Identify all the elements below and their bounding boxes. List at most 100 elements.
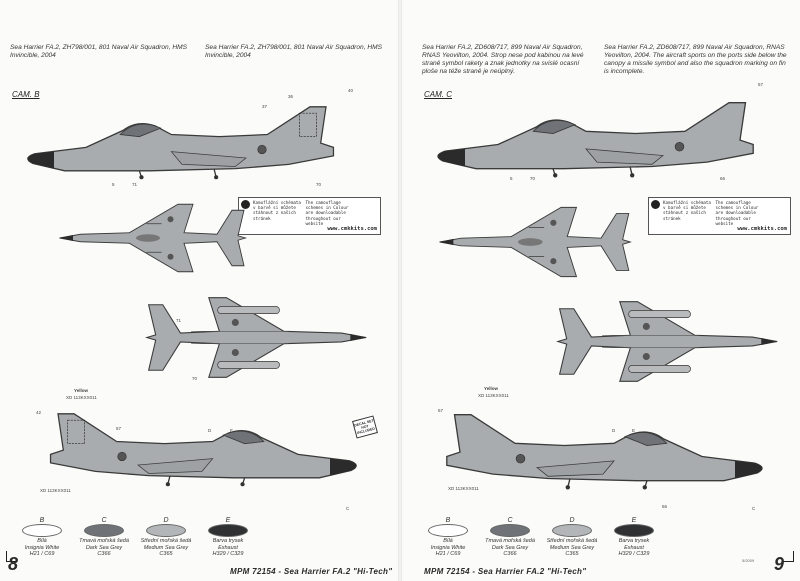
ref-number: 37	[262, 104, 268, 109]
left-page: Sea Harrier FA.2, ZH798/001, 801 Naval A…	[0, 0, 398, 581]
squadron-checker	[299, 112, 317, 137]
swatch-text: C366	[97, 551, 111, 558]
swatch-letter: C	[507, 517, 513, 524]
aircraft-side-starboard	[22, 94, 342, 190]
ref-number: C	[752, 506, 756, 511]
swatch-color	[428, 524, 468, 538]
aircraft-side-port	[42, 400, 362, 498]
swatch-color	[490, 524, 530, 538]
note-en: The camouflage schemes in Colour are dow…	[305, 200, 349, 226]
ref-number: 5	[112, 182, 115, 187]
ref-number: 66	[662, 504, 668, 509]
serial-bottom: XD 113KXX011	[40, 488, 71, 493]
caption-cz: Sea Harrier FA.2, ZH798/001, 801 Naval A…	[10, 44, 188, 59]
ref-number: 40	[348, 88, 354, 93]
aircraft-top-view	[438, 192, 638, 292]
swatch-text: C365	[159, 551, 173, 558]
page-footer: MPM 72154 - Sea Harrier FA.2 "Hi-Tech"	[230, 567, 393, 576]
swatch-text: Tmavá mořská šedá	[485, 538, 535, 545]
page-footer: MPM 72154 - Sea Harrier FA.2 "Hi-Tech"	[424, 567, 587, 576]
note-url: www.cmkkits.com	[737, 226, 787, 233]
swatch-letter: E	[225, 517, 231, 524]
info-icon	[651, 200, 660, 209]
swatch-text: Medium Sea Grey	[549, 544, 595, 551]
swatch-text: Barva trysek	[212, 538, 244, 545]
aircraft-top-view	[58, 188, 253, 288]
page-number: 9	[774, 554, 785, 574]
swatch-text: C366	[503, 551, 517, 558]
swatch-color	[208, 524, 248, 538]
ref-number: 70	[192, 376, 198, 381]
swatch-text: Exhaust	[218, 544, 238, 551]
yellow-label: Yellow	[74, 388, 89, 393]
ref-number: 57	[758, 82, 764, 87]
note-cz: Kamuflážní schémata v barvě si můžete st…	[663, 200, 711, 221]
aircraft-under-view	[138, 280, 368, 395]
ref-number: 42	[36, 410, 42, 415]
swatch-text: H329 / C329	[618, 551, 650, 558]
download-note: Kamuflážní schémata v barvě si můžete st…	[238, 197, 381, 236]
swatch-text: Exhaust	[624, 544, 644, 551]
aircraft-under-view	[548, 284, 780, 399]
right-page: Sea Harrier FA.2, ZD608/717, 899 Naval A…	[402, 0, 800, 581]
swatch-letter: B	[445, 517, 451, 524]
swatch-text: H21 / C69	[435, 551, 461, 558]
note-url: www.cmkkits.com	[327, 226, 377, 233]
swatch-text: Medium Sea Grey	[143, 544, 189, 551]
caption-cz: Sea Harrier FA.2, ZD608/717, 899 Naval A…	[422, 44, 584, 75]
ref-number: 36	[288, 94, 294, 99]
ref-number: D	[612, 428, 616, 433]
ref-number: 71	[132, 182, 138, 187]
swatch-color	[614, 524, 654, 538]
serial-top: XD 113KXX011	[66, 395, 97, 400]
info-icon	[241, 200, 250, 209]
swatch-text: Bílá	[443, 538, 453, 545]
swatch-text: Bílá	[37, 538, 47, 545]
serial-top: XD 113KXX011	[478, 393, 509, 398]
serial-bottom: XD 113KXX011	[448, 486, 479, 491]
swatch-color	[22, 524, 62, 538]
note-en: The camouflage schemes in Colour are dow…	[715, 200, 759, 226]
swatch-letter: D	[569, 517, 575, 524]
swatch-text: H21 / C69	[29, 551, 55, 558]
note-cz: Kamuflážní schémata v barvě si můžete st…	[253, 200, 301, 221]
swatch-color	[146, 524, 186, 538]
swatch-text: Barva trysek	[618, 538, 650, 545]
swatch-text: Střední mořská šedá	[546, 538, 598, 545]
ref-number: 5	[510, 176, 513, 181]
caption-en: Sea Harrier FA.2, ZH798/001, 801 Naval A…	[205, 44, 383, 59]
swatch-letter: E	[631, 517, 637, 524]
swatch-text: Tmavá mořská šedá	[79, 538, 129, 545]
swatch-text: Střední mořská šedá	[140, 538, 192, 545]
swatch-text: Insignia White	[430, 544, 466, 551]
ref-number: E	[230, 428, 234, 433]
ref-number: 70	[316, 182, 322, 187]
ref-number: 71	[176, 318, 182, 323]
ref-number: 66	[720, 176, 726, 181]
swatch-letter: B	[39, 517, 45, 524]
ref-number: 67	[438, 408, 444, 413]
caption-en: Sea Harrier FA.2, ZD608/717, 899 Naval A…	[604, 44, 787, 75]
swatch-text: Dark Sea Grey	[85, 544, 123, 551]
swatch-text: H329 / C329	[212, 551, 244, 558]
ref-number: 70	[530, 176, 536, 181]
page-number: 8	[8, 554, 19, 574]
print-code: 5/2009	[742, 558, 755, 563]
swatch-color	[552, 524, 592, 538]
yellow-label: Yellow	[484, 386, 499, 391]
ref-number: C	[346, 506, 350, 511]
ref-number: E	[632, 428, 636, 433]
swatch-text: Dark Sea Grey	[491, 544, 529, 551]
page-corner	[6, 551, 17, 562]
aircraft-side-starboard	[432, 90, 762, 188]
swatch-letter: D	[163, 517, 169, 524]
camo-label: CAM. B	[12, 90, 40, 99]
